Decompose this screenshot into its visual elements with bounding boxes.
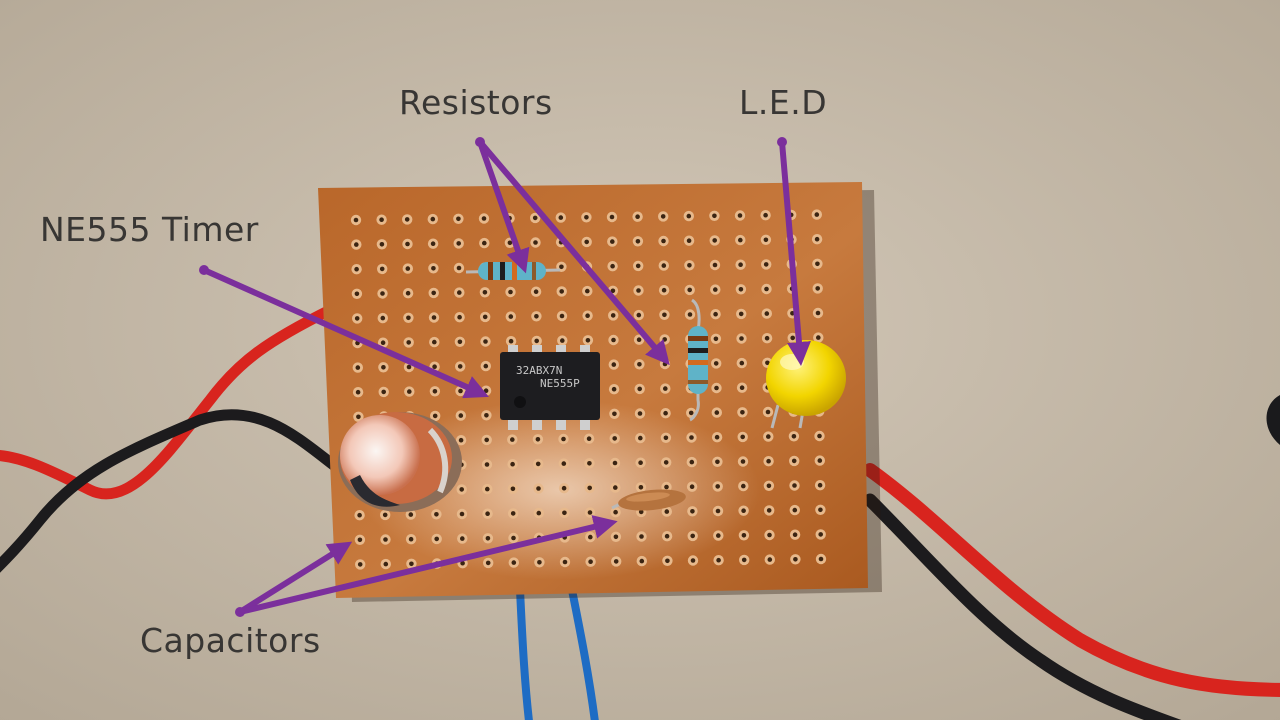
chip-pins-bottom xyxy=(508,418,590,430)
ne555-timer-label: NE555 Timer xyxy=(40,210,259,249)
arrow-resistor-b xyxy=(477,139,670,366)
arrow-resistor-a xyxy=(477,139,530,274)
led-label: L.E.D xyxy=(739,83,828,122)
electrolytic-capacitor xyxy=(338,412,462,512)
chip-marking-line2: NE555P xyxy=(540,377,580,390)
arrow-capacitor-a xyxy=(237,541,353,615)
red-wire-right xyxy=(863,463,1280,697)
arrow-led xyxy=(779,139,811,366)
annotation-arrows xyxy=(199,137,811,617)
black-object-right-edge xyxy=(1266,395,1280,445)
blue-wire-2 xyxy=(568,586,599,720)
chip-pins-top xyxy=(508,345,590,355)
chip-marking-line1: 32ABX7N xyxy=(516,364,562,377)
wires xyxy=(0,304,1280,720)
arrow-timer xyxy=(201,267,489,399)
black-wire-right xyxy=(863,493,1182,720)
resistor-vertical xyxy=(688,298,708,422)
black-wire-left xyxy=(0,409,346,573)
red-wire-left xyxy=(0,304,336,500)
ne555-chip: 32ABX7N NE555P xyxy=(500,345,600,430)
blue-wire-1 xyxy=(516,586,533,720)
resistors-label: Resistors xyxy=(399,83,553,122)
ceramic-capacitor xyxy=(611,489,686,511)
capacitors-label: Capacitors xyxy=(140,621,321,660)
arrow-capacitor-b xyxy=(237,515,618,615)
